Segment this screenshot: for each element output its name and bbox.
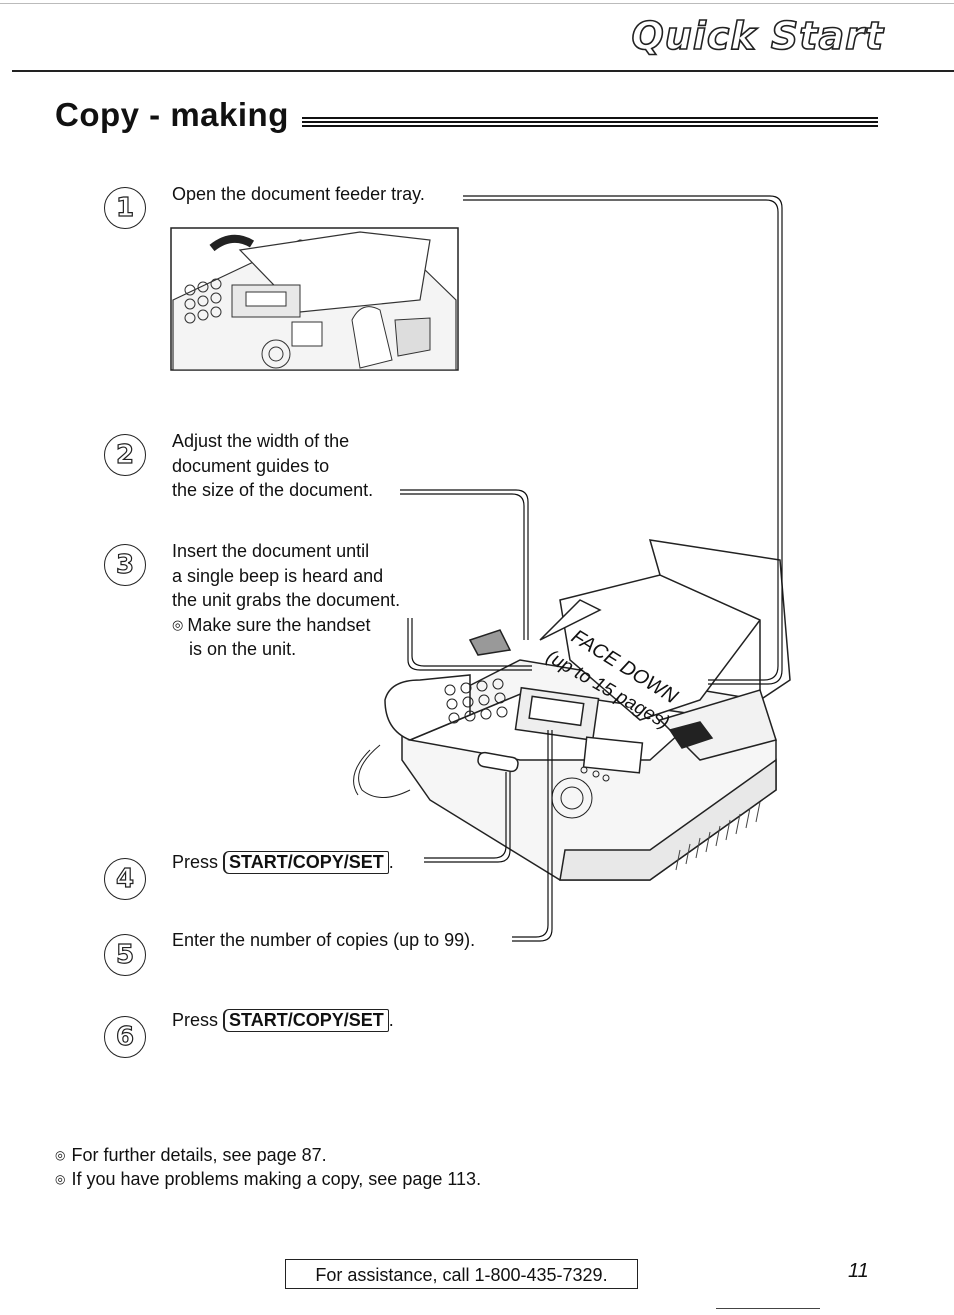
- step-2-line: the size of the document.: [172, 480, 374, 500]
- note-item: ◎ If you have problems making a copy, see…: [55, 1167, 481, 1191]
- note-bullet-icon: ◎: [172, 616, 184, 632]
- bottom-rule: [716, 1308, 820, 1309]
- notes-list: ◎ For further details, see page 87. ◎ If y…: [55, 1143, 481, 1191]
- step-5-text: Enter the number of copies (up to 99).: [172, 928, 475, 953]
- step-4-text: Press START/COPY/SET.: [172, 850, 394, 875]
- bullet-icon: ◎: [55, 1172, 66, 1186]
- note-text: For further details, see page 87.: [71, 1145, 327, 1165]
- step-3-text: Insert the document until a single beep …: [172, 539, 400, 662]
- header-rule: [12, 70, 954, 72]
- step-3-line: the unit grabs the document.: [172, 590, 401, 610]
- title-underline: [302, 117, 878, 129]
- page-number: 11: [848, 1260, 869, 1282]
- step-3-note: ◎Make sure the handset: [172, 613, 400, 638]
- step-4-suffix: .: [388, 852, 394, 872]
- step-1-text: Open the document feeder tray.: [172, 182, 425, 207]
- step-2-line: document guides to: [172, 455, 330, 476]
- step-5-line: Enter the number of copies (up to 99).: [172, 930, 476, 950]
- step-1-number: 1: [104, 187, 146, 229]
- step-3-note-line: Make sure the handset: [187, 614, 371, 635]
- fax-machine-drawing: [353, 539, 791, 881]
- step-3-line: a single beep is heard and: [172, 565, 384, 586]
- step-2-text: Adjust the width of the document guides …: [172, 429, 373, 503]
- step-3-note-line: is on the unit.: [189, 639, 297, 659]
- assistance-box: For assistance, call 1-800-435-7329.: [285, 1259, 638, 1289]
- step-3-number: 3: [104, 544, 146, 586]
- note-text: If you have problems making a copy, see …: [71, 1169, 482, 1189]
- top-edge-line: [0, 3, 954, 4]
- start-copy-set-key: START/COPY/SET: [223, 851, 389, 874]
- step-6-text: Press START/COPY/SET.: [172, 1008, 394, 1033]
- step-2-line: Adjust the width of the: [172, 431, 350, 451]
- note-item: ◎ For further details, see page 87.: [55, 1143, 481, 1167]
- start-copy-set-key: START/COPY/SET: [223, 1009, 389, 1032]
- leader-lines: [400, 195, 783, 942]
- step-2-number: 2: [104, 434, 146, 476]
- step-3-line: Insert the document until: [172, 541, 370, 561]
- step-5-number: 5: [104, 934, 146, 976]
- section-title: Copy - making: [55, 96, 289, 133]
- step-6-suffix: .: [388, 1010, 394, 1030]
- header-title: Quick Start: [631, 13, 884, 59]
- bullet-icon: ◎: [55, 1148, 66, 1162]
- step-6-prefix: Press: [172, 1010, 219, 1030]
- step-1-line: Open the document feeder tray.: [172, 184, 425, 204]
- step-4-number: 4: [104, 858, 146, 900]
- feeder-tray-image: [170, 227, 459, 371]
- step-6-number: 6: [104, 1016, 146, 1058]
- step-4-prefix: Press: [172, 852, 219, 872]
